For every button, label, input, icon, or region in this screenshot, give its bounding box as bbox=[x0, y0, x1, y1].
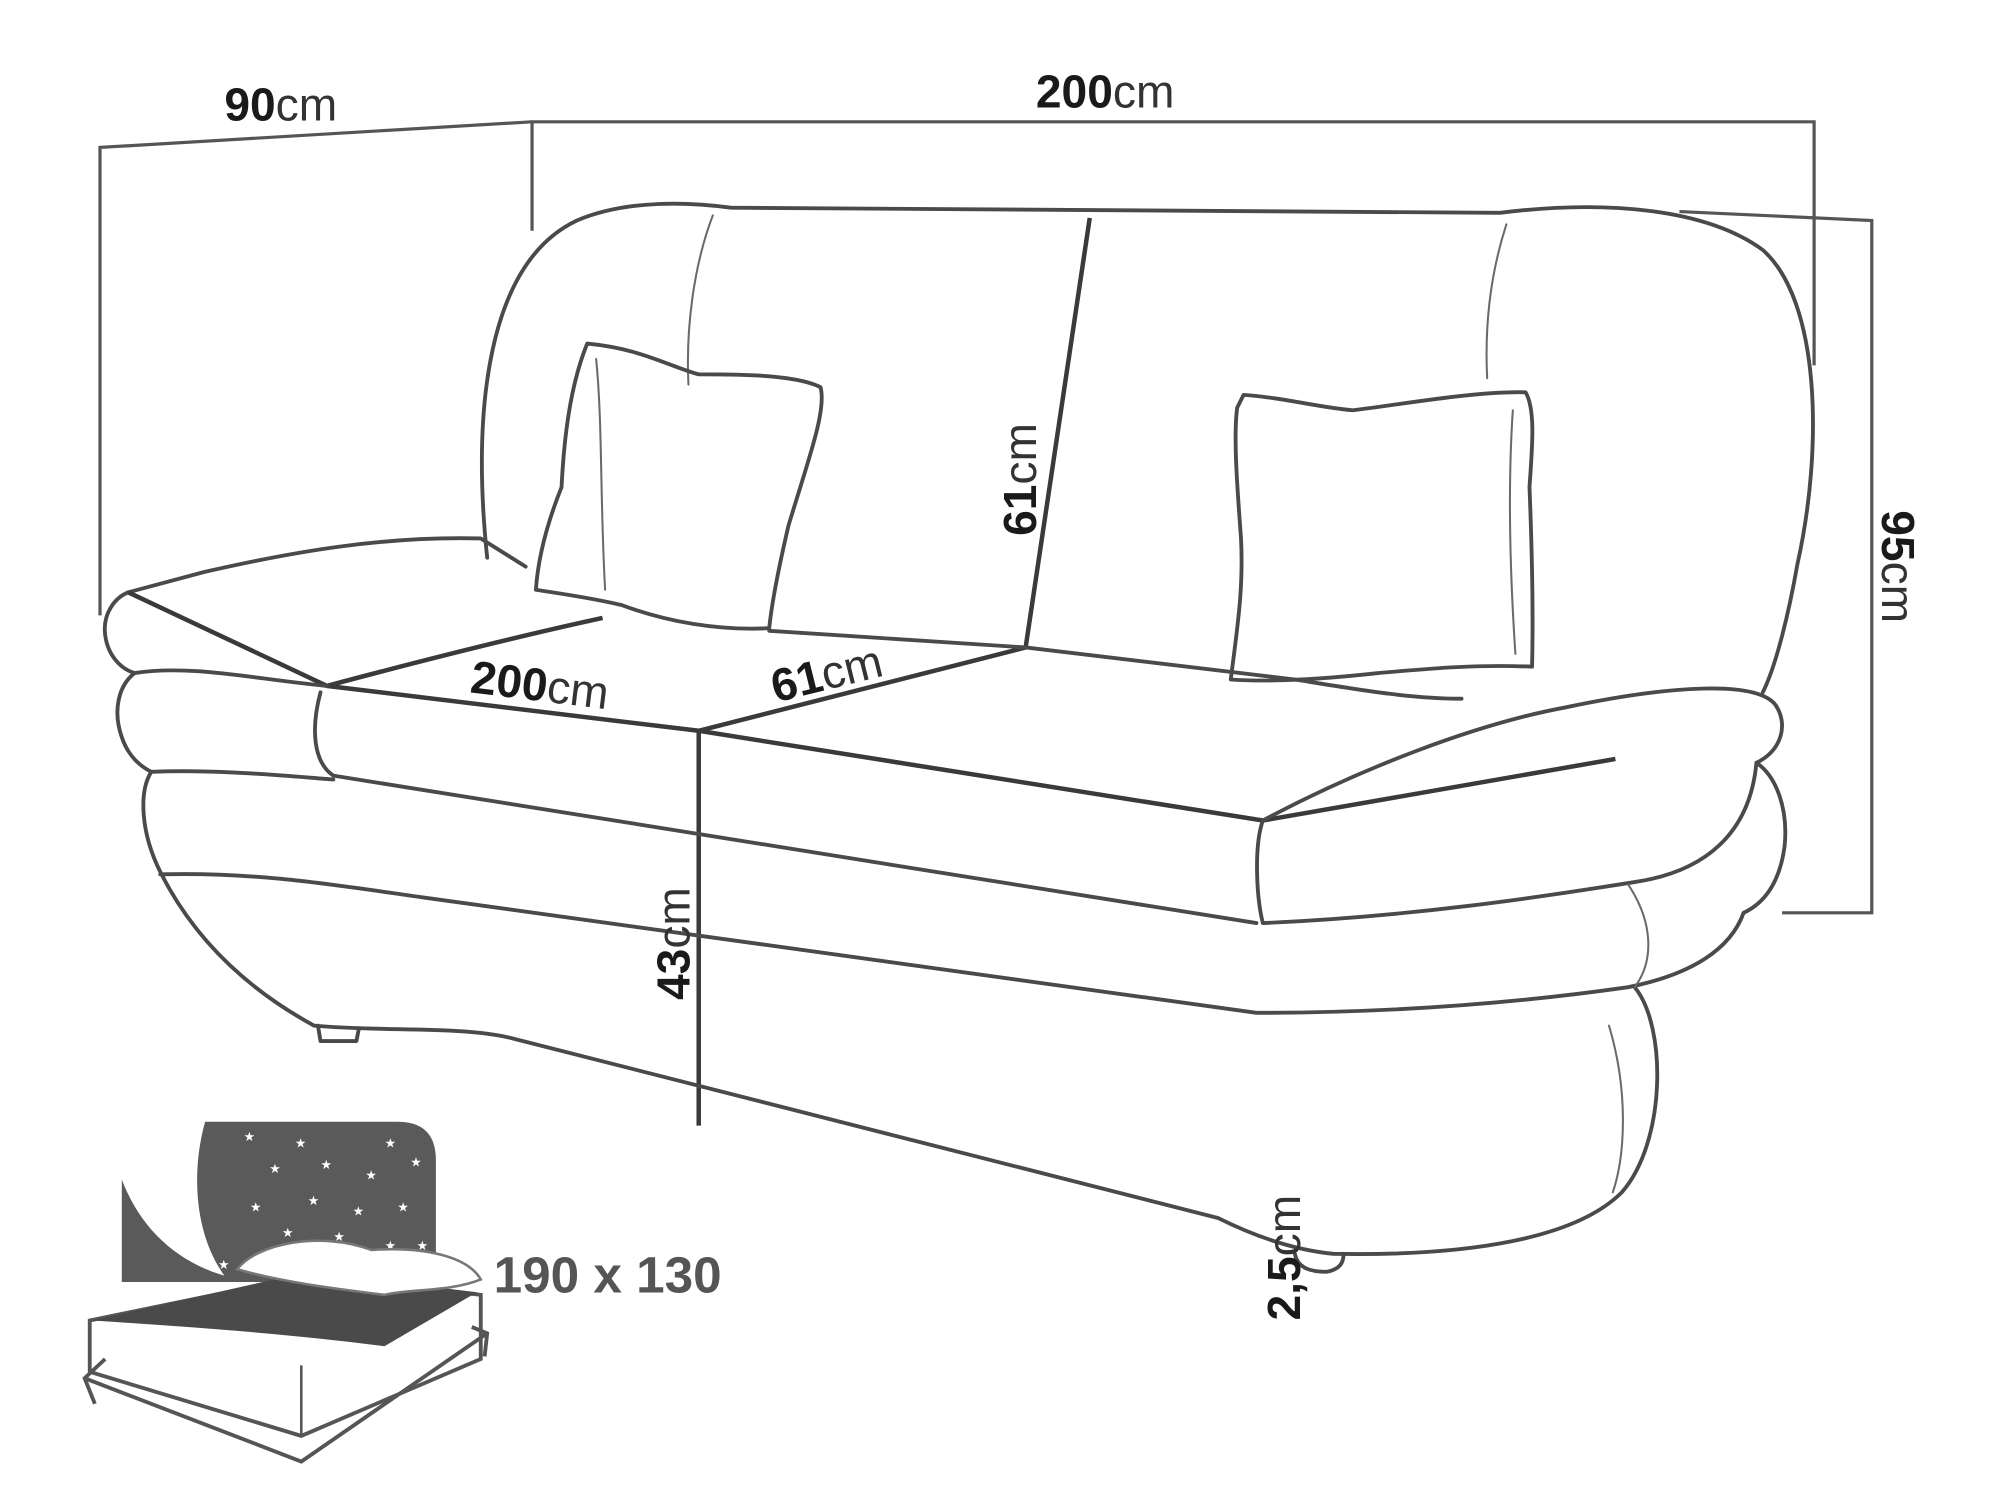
pillow-left bbox=[533, 341, 824, 631]
svg-text:★: ★ bbox=[417, 1239, 429, 1254]
seat-depth-label: 61cm bbox=[765, 635, 887, 713]
pillow-right bbox=[1228, 390, 1535, 683]
backrest-height-label: 61cm bbox=[994, 423, 1046, 536]
svg-text:★: ★ bbox=[410, 1156, 422, 1171]
seat-height-label: 43cm bbox=[648, 887, 700, 1000]
seat-width-label: 200cm bbox=[468, 651, 612, 719]
svg-text:★: ★ bbox=[353, 1204, 365, 1219]
svg-text:★: ★ bbox=[244, 1130, 256, 1145]
bed-with-night-sky-icon: ★★★ ★★★ ★★★ ★★★ ★★★ ★★★ bbox=[82, 1121, 490, 1464]
svg-text:★: ★ bbox=[333, 1230, 345, 1245]
svg-text:★: ★ bbox=[250, 1201, 261, 1216]
svg-text:★: ★ bbox=[385, 1239, 397, 1254]
svg-text:★: ★ bbox=[308, 1194, 320, 1209]
sofa-backrest bbox=[480, 201, 1815, 695]
svg-text:★: ★ bbox=[295, 1136, 307, 1151]
height-label: 95cm bbox=[1872, 510, 1924, 623]
dimension-lines bbox=[98, 120, 1874, 1126]
svg-text:★: ★ bbox=[385, 1136, 397, 1151]
svg-text:★: ★ bbox=[167, 1213, 179, 1228]
width-label: 200cm bbox=[1036, 66, 1174, 118]
depth-label: 90cm bbox=[224, 79, 337, 131]
svg-text:★: ★ bbox=[179, 1239, 191, 1254]
svg-text:★: ★ bbox=[282, 1226, 294, 1241]
sleeping-area-label: 190 x 130 bbox=[494, 1246, 722, 1303]
svg-text:★: ★ bbox=[397, 1201, 409, 1216]
svg-text:★: ★ bbox=[321, 1158, 333, 1173]
sofa-seat bbox=[102, 536, 1788, 1256]
svg-text:★: ★ bbox=[218, 1258, 230, 1273]
sofa-legs bbox=[316, 1023, 1346, 1274]
svg-text:★: ★ bbox=[269, 1162, 281, 1177]
leg-height-label: 2,5cm bbox=[1258, 1195, 1310, 1321]
svg-text:★: ★ bbox=[365, 1168, 377, 1183]
